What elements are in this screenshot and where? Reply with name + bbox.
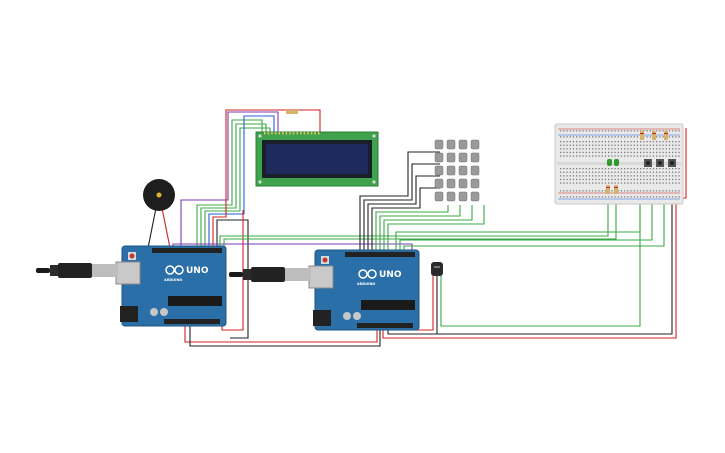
keypad-key-icon [470, 165, 480, 176]
keypad-key-icon [458, 152, 468, 163]
green-led-icon [607, 159, 612, 166]
usb-port-icon [308, 265, 334, 289]
keypad-key-icon [434, 152, 444, 163]
temperature-sensor-icon [431, 262, 443, 276]
keypad [434, 139, 480, 202]
microcontroller-chip-icon [168, 296, 222, 306]
keypad-key-icon [446, 139, 456, 150]
board-logo-text: UNO [379, 270, 402, 280]
arduino-logo-icon [165, 265, 184, 275]
power-jack-icon [313, 310, 331, 326]
green-led-icon [614, 159, 619, 166]
board-brand-text: ARDUINO [164, 278, 182, 282]
usb-cable-right [229, 267, 311, 282]
usb-cable-left [36, 263, 118, 278]
keypad-key-icon [458, 191, 468, 202]
resistor-icon [640, 131, 668, 140]
keypad-key-icon [470, 178, 480, 189]
keypad-key-icon [434, 191, 444, 202]
microcontroller-chip-icon [361, 300, 415, 310]
keypad-key-icon [434, 178, 444, 189]
keypad-key-icon [470, 191, 480, 202]
keypad-key-icon [470, 152, 480, 163]
arduino-uno-right: UNO ARDUINO [308, 249, 420, 331]
keypad-key-icon [458, 178, 468, 189]
board-brand-text: ARDUINO [357, 282, 375, 286]
resistor-icon [286, 110, 298, 114]
keypad-key-icon [458, 139, 468, 150]
resistor-icon [606, 185, 618, 194]
lcd-display [255, 110, 379, 187]
keypad-key-icon [446, 191, 456, 202]
power-jack-icon [120, 306, 138, 322]
keypad-key-icon [470, 139, 480, 150]
keypad-key-icon [434, 165, 444, 176]
buzzer [143, 179, 175, 211]
keypad-key-icon [434, 139, 444, 150]
keypad-key-icon [458, 165, 468, 176]
breadboard [554, 123, 684, 205]
keypad-key-icon [446, 165, 456, 176]
arduino-logo-icon [358, 269, 377, 279]
arduino-uno-left: UNO ARDUINO [115, 245, 227, 327]
breadboard-holes [560, 130, 680, 198]
temperature-sensor [431, 262, 443, 276]
keypad-key-icon [446, 152, 456, 163]
board-logo-text: UNO [186, 266, 209, 276]
lcd-pins [264, 132, 320, 135]
usb-port-icon [115, 261, 141, 285]
keypad-key-icon [446, 178, 456, 189]
wires [147, 109, 687, 347]
